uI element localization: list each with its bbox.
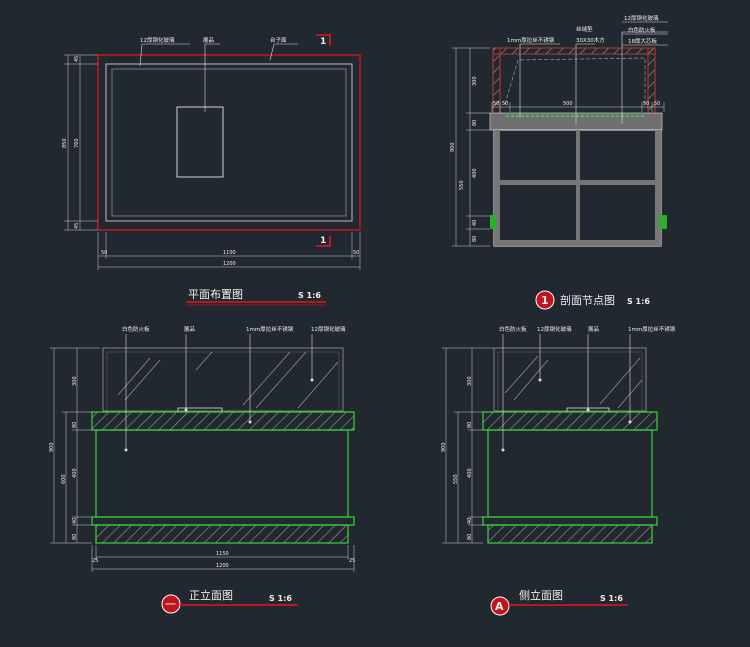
section-title-circle [535, 290, 555, 310]
section-label-velvet: 丝绒垫 [576, 25, 593, 33]
front-glass [102, 347, 344, 412]
side-label-board: 白色防火板 [499, 325, 527, 333]
plan-section-marker-bottom: 1 [316, 236, 331, 247]
side-label-exhibit: 展品 [588, 326, 600, 333]
plan-section-marker-top: 1 [316, 34, 331, 47]
section-dim-top-3: 500 [563, 101, 573, 107]
front-label-exhibit: 展品 [184, 326, 196, 333]
plan-dim-left-2: 760 [74, 138, 80, 148]
front-dim-left-5: 80 [72, 534, 78, 540]
plan-dim-left-3: 45 [74, 223, 80, 229]
plan-view: 12厚钢化玻璃 展品 台子面 1 1 45 760 45 850 [62, 34, 361, 306]
svg-text:1: 1 [320, 37, 326, 47]
front-title-symbol: 一 [165, 598, 176, 611]
side-dim-left-4: 40 [467, 518, 473, 524]
plan-frame-inner [111, 68, 347, 217]
side-base [487, 524, 653, 544]
plan-dim-bottom-4: 1200 [223, 261, 236, 267]
section-dim-left-6: 900 [450, 142, 456, 152]
section-label-steel: 1mm厚拉丝不锈钢 [507, 36, 555, 44]
front-label-steel: 1mm厚拉丝不锈钢 [246, 325, 294, 333]
front-dim-left-1: 300 [72, 376, 78, 386]
section-label-glass: 12厚钢化玻璃 [624, 14, 659, 22]
section-view: 12厚钢化玻璃 白色防火板 18厚大芯板 1mm厚拉丝不锈钢 丝绒垫 30X30… [450, 14, 668, 310]
section-dim-left-4: 40 [472, 220, 478, 226]
front-dim-left-6: 600 [61, 474, 67, 484]
section-dim-left-5: 80 [472, 236, 478, 242]
front-title: 正立面图 [189, 588, 233, 602]
side-dim-left-6: 550 [453, 474, 459, 484]
side-title: 侧立面图 [519, 588, 563, 602]
section-dim-left-1: 300 [472, 76, 478, 86]
front-base-band [91, 516, 355, 526]
side-dim-left-5: 80 [467, 534, 473, 540]
section-label-board: 白色防火板 [628, 26, 656, 34]
front-title-circle [161, 594, 181, 614]
plan-label-glass: 12厚钢化玻璃 [140, 36, 175, 44]
plan-frame [105, 63, 353, 222]
side-title-symbol: A [495, 600, 504, 613]
front-body [95, 429, 349, 518]
section-glass-top [492, 47, 656, 55]
section-dim-top-2: 50 [502, 101, 508, 107]
plan-outer-red [97, 54, 361, 231]
front-dim-left-2: 80 [72, 422, 78, 428]
plan-exhibit [176, 106, 224, 178]
section-title: 剖面节点图 [560, 293, 615, 307]
front-base [95, 524, 349, 544]
plan-dim-left-4: 850 [62, 138, 68, 148]
side-view: 白色防火板 12厚钢化玻璃 展品 1mm厚拉丝不锈钢 300 80 400 40… [441, 325, 676, 616]
front-view: 白色防火板 展品 1mm厚拉丝不锈钢 12厚钢化玻璃 300 80 400 40… [49, 325, 355, 614]
section-scale: S 1:6 [627, 297, 650, 306]
front-dim-left-7: 900 [49, 442, 55, 452]
front-dim-bottom-1: 1150 [216, 551, 229, 557]
front-dim-left-3: 400 [72, 468, 78, 478]
plan-title: 平面布置图 [188, 288, 243, 301]
section-dim-left-7: 550 [459, 180, 465, 190]
plan-scale: S 1:6 [298, 291, 321, 300]
front-scale: S 1:6 [269, 594, 292, 603]
front-label-glass: 12厚钢化玻璃 [311, 325, 346, 333]
section-dim-top-5: 50 [654, 101, 660, 107]
section-title-number: 1 [541, 294, 549, 307]
plan-dim-bottom-1: 50 [101, 250, 107, 256]
side-dim-left-7: 900 [441, 442, 447, 452]
plan-dim-bottom-3: 50 [353, 250, 359, 256]
side-scale: S 1:6 [600, 594, 623, 603]
side-base-band [482, 516, 658, 526]
section-dim-left-3: 400 [472, 168, 478, 178]
plan-dim-bottom-2: 1100 [223, 250, 236, 256]
section-label-wood: 30X30木方 [576, 36, 605, 44]
side-dim-left-2: 80 [467, 422, 473, 428]
plan-label-table: 台子面 [270, 36, 287, 44]
section-dim-left-2: 80 [472, 120, 478, 126]
front-dim-bottom-2: 1200 [216, 563, 229, 569]
front-top-slab [91, 411, 355, 431]
svg-text:25: 25 [92, 558, 98, 564]
section-dim-top-4: 50 [643, 101, 649, 107]
front-dim-left-4: 40 [72, 518, 78, 524]
plan-label-exhibit: 展品 [203, 37, 215, 44]
front-label-board: 白色防火板 [122, 325, 150, 333]
side-label-steel: 1mm厚拉丝不锈钢 [628, 325, 676, 333]
section-label-core: 18厚大芯板 [628, 37, 657, 45]
side-dim-left-3: 400 [467, 468, 473, 478]
section-dim-top-1: 50 [493, 101, 499, 107]
svg-text:25: 25 [349, 558, 355, 564]
side-dim-left-1: 300 [467, 376, 473, 386]
svg-text:1: 1 [320, 236, 326, 246]
plan-dim-left-1: 45 [74, 56, 80, 62]
side-title-circle [490, 596, 510, 616]
side-body [487, 429, 653, 518]
side-label-glass: 12厚钢化玻璃 [537, 325, 572, 333]
